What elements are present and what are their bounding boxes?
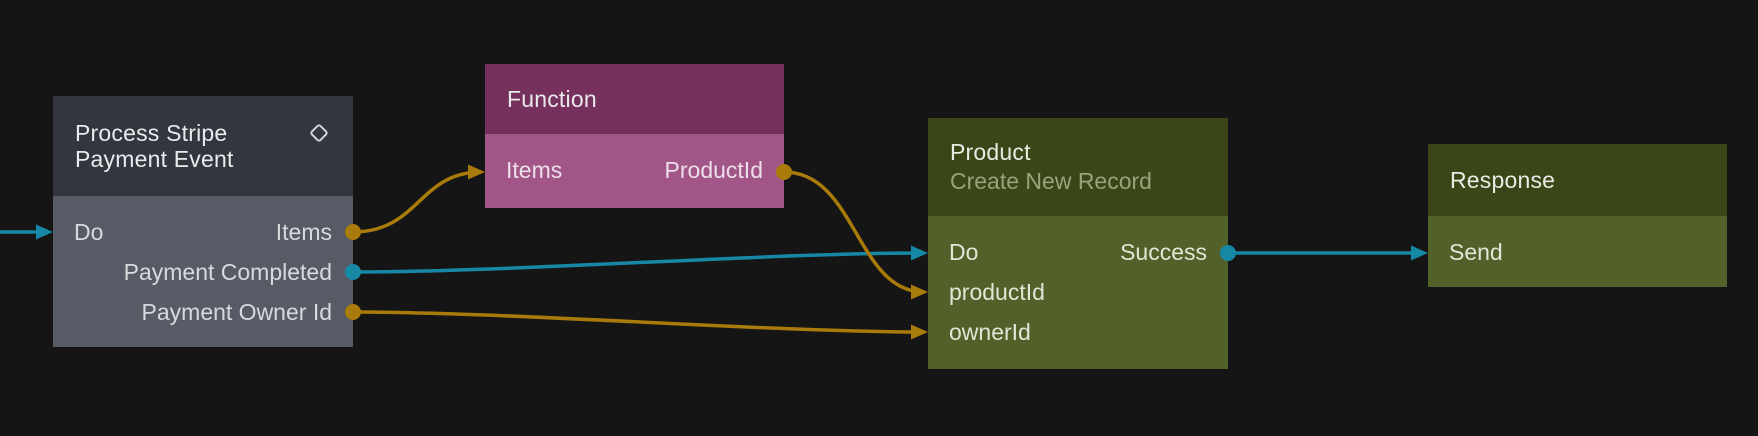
node-header[interactable]: Response <box>1428 144 1727 216</box>
input-port-arrow-icon[interactable] <box>911 284 928 300</box>
port-input-do[interactable]: Do <box>74 218 104 245</box>
node-title: Function <box>507 86 597 112</box>
node-title: Response <box>1450 167 1556 193</box>
node-header[interactable]: Function <box>485 64 784 134</box>
wire-path[interactable] <box>352 310 925 334</box>
node-title-line-1: Process Stripe <box>75 120 228 146</box>
port-input-items[interactable]: Items <box>506 156 563 183</box>
wire-path[interactable] <box>352 251 925 274</box>
node-body: Do Success productId ownerId <box>928 216 1228 369</box>
port-row: Payment Completed <box>53 252 353 292</box>
input-port-arrow-icon[interactable] <box>911 324 928 340</box>
node-title: Product <box>950 139 1031 165</box>
wire-path[interactable] <box>783 170 925 294</box>
node-product-create-new-record[interactable]: Product Create New Record Do Success pro… <box>928 118 1228 369</box>
port-input-send[interactable]: Send <box>1449 238 1503 265</box>
node-subtitle: Create New Record <box>950 168 1152 194</box>
port-input-productid[interactable]: productId <box>949 278 1045 305</box>
port-row: Send <box>1428 232 1727 272</box>
input-port-arrow-icon[interactable] <box>911 245 928 261</box>
port-row: Do Items <box>53 212 353 252</box>
node-body: Send <box>1428 216 1727 287</box>
node-response[interactable]: Response Send <box>1428 144 1727 287</box>
node-header[interactable]: Product Create New Record <box>928 118 1228 216</box>
input-port-arrow-icon[interactable] <box>1411 245 1428 261</box>
port-output-productid[interactable]: ProductId <box>664 156 763 183</box>
port-input-do[interactable]: Do <box>949 238 979 265</box>
node-body: Do Items Payment Completed Payment Owner… <box>53 196 353 347</box>
wire-productid-to-product-productid[interactable] <box>776 164 928 300</box>
node-body: Items ProductId <box>485 134 784 208</box>
node-process-stripe-payment-event[interactable]: Process Stripe Payment Event Do Items Pa… <box>53 96 353 347</box>
wire-path[interactable] <box>352 170 482 234</box>
port-row: Items ProductId <box>485 150 784 190</box>
wire-success-to-response-send[interactable] <box>1220 245 1428 261</box>
node-title: Process Stripe Payment Event <box>75 120 234 172</box>
port-input-ownerid[interactable]: ownerId <box>949 318 1031 345</box>
wire-items-to-function-items[interactable] <box>345 164 485 241</box>
wire-payment-completed-to-product-do[interactable] <box>345 245 928 281</box>
port-output-payment-owner-id[interactable]: Payment Owner Id <box>141 298 332 325</box>
port-row: ownerId <box>928 312 1228 352</box>
input-port-arrow-icon[interactable] <box>468 164 485 180</box>
port-row: Payment Owner Id <box>53 292 353 332</box>
port-output-items[interactable]: Items <box>275 218 332 245</box>
input-port-arrow-icon[interactable] <box>36 224 53 240</box>
diamond-icon <box>309 123 329 143</box>
node-title-line-2: Payment Event <box>75 146 234 172</box>
wire-incoming-to-process-do[interactable] <box>0 224 53 240</box>
port-row: Do Success <box>928 232 1228 272</box>
node-header[interactable]: Process Stripe Payment Event <box>53 96 353 196</box>
node-function[interactable]: Function Items ProductId <box>485 64 784 208</box>
wire-payment-owner-id-to-product-ownerid[interactable] <box>345 304 928 340</box>
port-row: productId <box>928 272 1228 312</box>
port-output-payment-completed[interactable]: Payment Completed <box>123 258 332 285</box>
port-output-success[interactable]: Success <box>1120 238 1207 265</box>
